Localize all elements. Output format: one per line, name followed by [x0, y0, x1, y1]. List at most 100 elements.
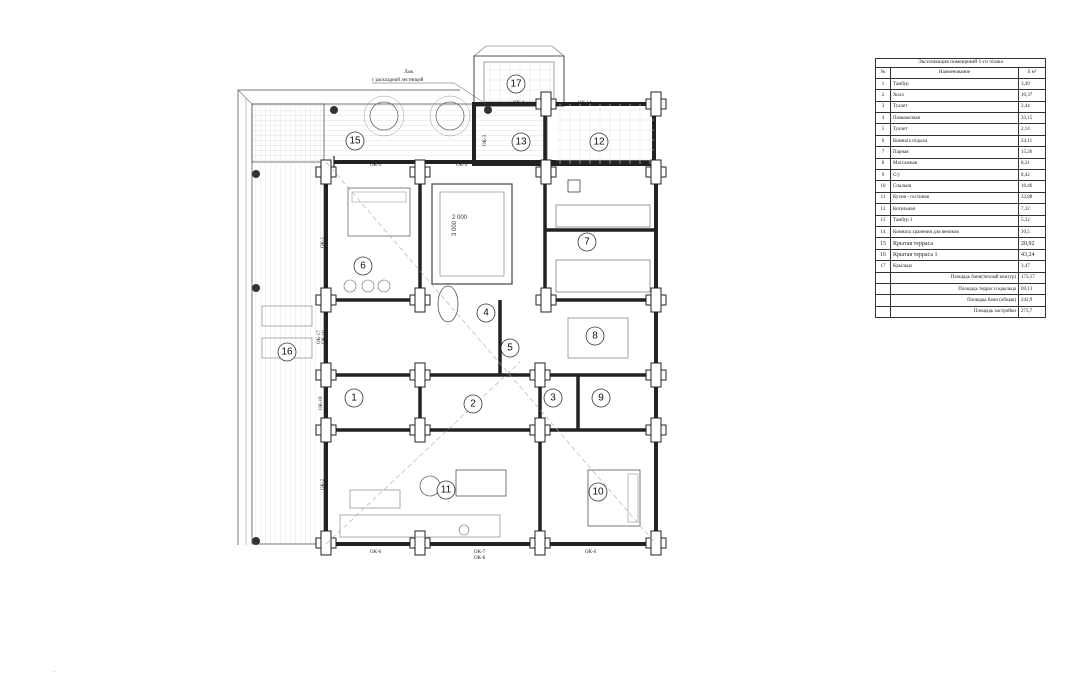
- row-name: Котельная: [890, 203, 1019, 216]
- row-area: 2,14: [1018, 123, 1046, 136]
- corner-mark: .: [54, 669, 55, 674]
- room-number: 8: [592, 331, 598, 342]
- row-num-empty: [875, 271, 891, 284]
- opening-label: ОК-12: [655, 452, 660, 466]
- sofa: [347, 187, 411, 237]
- terrace-16: [251, 103, 325, 545]
- row-num: 4: [875, 112, 891, 125]
- row-name: Тамбур: [890, 77, 1019, 91]
- header-num: №: [875, 66, 891, 79]
- row-num: 5: [875, 123, 891, 136]
- opening-label: ОК-6: [370, 550, 382, 555]
- row-num: 6: [875, 134, 891, 148]
- row-area: 5,32: [1018, 214, 1046, 227]
- pool-length-dim: 3 000: [452, 220, 458, 236]
- opening-label: ОК-11: [655, 330, 660, 344]
- opening-label: ОК-17: [317, 330, 322, 344]
- opening-label: ОК-13: [655, 230, 660, 244]
- row-num: 12: [875, 203, 891, 216]
- row-area: 10,37: [1018, 89, 1046, 102]
- bed: [587, 469, 641, 527]
- opening-label: ОК-1: [321, 236, 326, 248]
- row-area: 24,11: [1018, 134, 1046, 148]
- row-name: Парная: [890, 146, 1019, 159]
- pool-width-dim: 2 000: [452, 215, 468, 221]
- row-area: 3,47: [1018, 260, 1046, 273]
- plunge-pool: [431, 183, 513, 285]
- room-number: 16: [281, 347, 293, 358]
- dining-table: [455, 469, 507, 497]
- header-area: S м²: [1018, 66, 1046, 79]
- total-area: 173,17: [1018, 271, 1046, 284]
- row-area: 8,31: [1018, 157, 1046, 171]
- row-num: 2: [875, 89, 891, 102]
- room-number: 10: [592, 487, 604, 498]
- total-area: 69,13: [1018, 282, 1046, 296]
- total-area: 275,7: [1018, 305, 1046, 319]
- room-number: 7: [584, 237, 590, 248]
- row-num: 15: [875, 237, 891, 250]
- room-schedule-table: Экспликация помещений 1-го этажа № Наиме…: [875, 58, 1046, 319]
- row-num: 16: [875, 248, 891, 262]
- room-number: 9: [598, 393, 604, 404]
- row-num: 1: [875, 77, 891, 91]
- total-area: 242,9: [1018, 294, 1046, 307]
- row-num: 10: [875, 180, 891, 193]
- room-number: 1: [351, 393, 357, 404]
- row-num-empty: [875, 305, 891, 319]
- row-area: 20,92: [1018, 237, 1046, 250]
- room-number: 4: [483, 308, 489, 319]
- row-name: Помывочная: [890, 112, 1019, 125]
- row-name: Кухня - гостиная: [890, 191, 1019, 205]
- room-number: 11: [441, 485, 452, 496]
- header-name: Наименование: [890, 66, 1019, 79]
- row-num: 17: [875, 260, 891, 273]
- row-area: 8,42: [1018, 168, 1046, 182]
- room-number: 3: [550, 393, 556, 404]
- total-name: Площадь бани (общая): [890, 294, 1019, 307]
- row-area: 3,49: [1018, 77, 1046, 91]
- row-area: 16,46: [1018, 180, 1046, 193]
- row-num-empty: [875, 294, 891, 307]
- room-number: 2: [470, 399, 476, 410]
- table-total-row: Площадь бани(теплый контур)173,17: [875, 271, 1046, 284]
- row-num: 7: [875, 146, 891, 159]
- room-number: 6: [360, 261, 366, 272]
- bed-note-2: с раскладной лестницей: [372, 78, 424, 83]
- table-header-row: № Наименование S м²: [875, 66, 1046, 79]
- row-name: Туалет: [890, 123, 1019, 136]
- row-name: Крыльцо: [890, 260, 1019, 273]
- total-name: Площадь террас и крыльца: [890, 282, 1019, 296]
- table-title: Экспликация помещений 1-го этажа: [875, 58, 1046, 67]
- room-number: 17: [510, 79, 522, 90]
- bed-note: Лаж.: [404, 70, 414, 75]
- room-number: 12: [593, 137, 605, 148]
- opening-label: ОК-4: [513, 101, 525, 106]
- opening-label: ОК-10: [322, 330, 327, 344]
- opening-label: ОК-18: [319, 396, 324, 410]
- opening-label: ОК-9: [456, 163, 468, 168]
- row-area: 15,26: [1018, 146, 1046, 159]
- row-num: 13: [875, 214, 891, 227]
- room-number: 13: [515, 137, 527, 148]
- row-name: Массажная: [890, 157, 1019, 171]
- bench-ellipse: [437, 285, 459, 323]
- opening-label: ОК-8: [474, 556, 486, 561]
- row-num-empty: [875, 282, 891, 296]
- opening-label: ОК-14: [578, 101, 592, 106]
- opening-label: ОК-2: [321, 478, 326, 490]
- row-name: Холл: [890, 89, 1019, 102]
- row-num: 14: [875, 225, 891, 239]
- row-area: 43,24: [1018, 248, 1046, 262]
- total-name: Площадь застройки: [890, 305, 1019, 319]
